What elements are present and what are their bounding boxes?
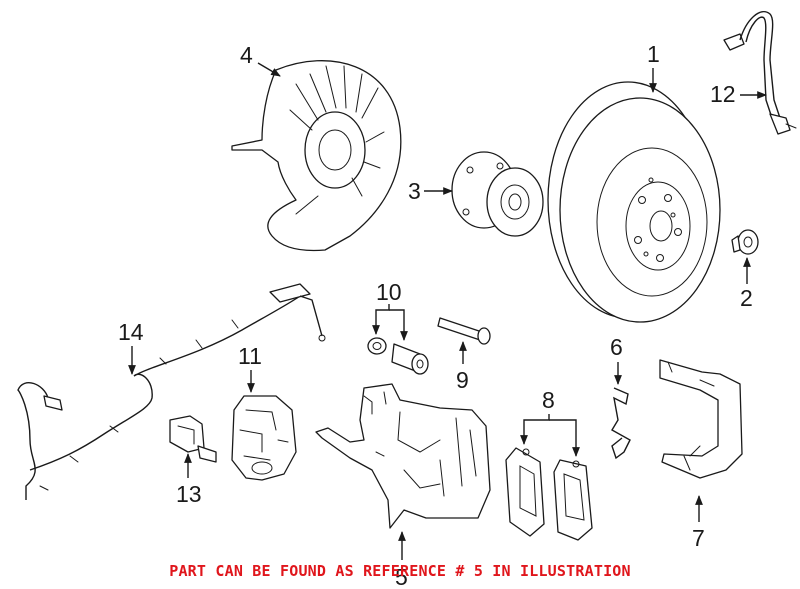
reference-note: PART CAN BE FOUND AS REFERENCE # 5 IN IL… [169, 562, 631, 580]
svg-text:3: 3 [408, 178, 421, 204]
callout-1: 1 [647, 41, 660, 93]
connector-part[interactable] [169, 415, 217, 463]
svg-text:1: 1 [647, 41, 660, 67]
svg-text:6: 6 [610, 334, 623, 360]
callout-7: 7 [692, 495, 705, 551]
callout-14: 14 [118, 319, 144, 375]
callout-8: 8 [520, 387, 580, 457]
wheel-hub-part[interactable] [451, 151, 544, 237]
svg-text:11: 11 [238, 343, 262, 369]
callout-5: 5 [395, 531, 408, 589]
callout-10: 10 [372, 279, 408, 341]
callout-4: 4 [240, 42, 281, 77]
svg-text:10: 10 [376, 279, 402, 305]
brake-hose-part[interactable] [723, 11, 797, 135]
svg-text:9: 9 [456, 367, 469, 393]
svg-text:13: 13 [176, 481, 202, 507]
svg-text:5: 5 [395, 564, 408, 589]
callout-3: 3 [408, 178, 453, 204]
guide-bushing-part[interactable] [367, 337, 429, 375]
brake-disc-part[interactable] [547, 81, 721, 323]
speed-sensor-harness-part[interactable] [17, 283, 326, 500]
caliper-bracket-part[interactable] [659, 359, 743, 479]
brake-caliper-part[interactable] [315, 383, 491, 529]
callout-2: 2 [740, 257, 753, 311]
callout-11: 11 [238, 343, 262, 393]
parking-brake-motor-part[interactable] [231, 395, 297, 481]
locating-screw-part[interactable] [731, 229, 759, 255]
guide-pin-part[interactable] [437, 317, 491, 345]
callout-12: 12 [710, 81, 767, 107]
svg-text:8: 8 [542, 387, 555, 413]
callout-6: 6 [610, 334, 623, 385]
svg-text:2: 2 [740, 285, 753, 311]
callout-13: 13 [176, 453, 202, 507]
spring-clip-part[interactable] [611, 387, 631, 460]
brake-pads-part[interactable] [505, 447, 593, 541]
svg-text:7: 7 [692, 525, 705, 551]
svg-text:14: 14 [118, 319, 144, 345]
dust-shield-part[interactable] [231, 60, 402, 252]
svg-text:4: 4 [240, 42, 253, 68]
svg-text:12: 12 [710, 81, 736, 107]
callout-9: 9 [456, 341, 469, 393]
